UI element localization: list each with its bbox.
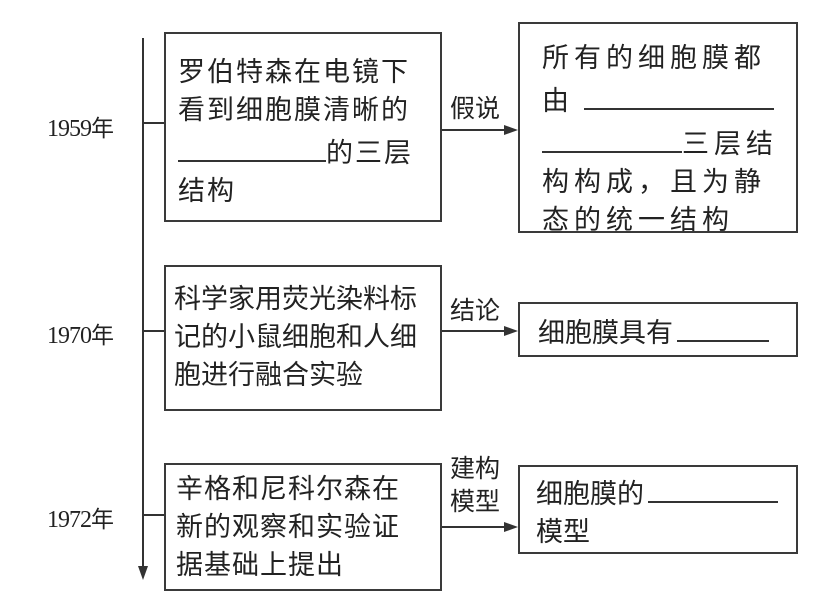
relation-line: 模型 bbox=[450, 487, 501, 516]
result-line: 由 bbox=[542, 86, 574, 117]
relation-arrow-1959 bbox=[442, 129, 506, 131]
result-line: 细胞膜具有 bbox=[538, 318, 673, 349]
fill-in-blank[interactable] bbox=[648, 471, 778, 503]
year-label-1972: 1972年 bbox=[47, 507, 114, 533]
result-line: 细胞膜的 bbox=[536, 479, 644, 510]
relation-label-conclusion: 结论 bbox=[450, 296, 501, 325]
year-tick-1970 bbox=[143, 330, 165, 332]
cause-line: 科学家用荧光染料标 bbox=[174, 284, 417, 315]
fill-in-blank[interactable] bbox=[584, 78, 774, 110]
cause-line: 结构 bbox=[178, 176, 236, 207]
cause-line: 看到细胞膜清晰的 bbox=[178, 95, 410, 126]
cause-line: 胞进行融合实验 bbox=[174, 360, 363, 391]
result-box-1970: 细胞膜具有 bbox=[518, 302, 798, 357]
timeline-arrow-icon bbox=[138, 566, 148, 580]
relation-arrow-1970 bbox=[442, 330, 506, 332]
relation-arrow-1972 bbox=[442, 526, 506, 528]
cause-line: 的三层 bbox=[326, 138, 413, 169]
relation-label-build-model: 建构 模型 bbox=[450, 452, 500, 518]
cause-line: 新的观察和实验证 bbox=[176, 512, 400, 543]
cause-box-1972: 辛格和尼科尔森在 新的观察和实验证 据基础上提出 bbox=[164, 463, 442, 591]
fill-in-blank[interactable] bbox=[677, 310, 769, 342]
fill-in-blank[interactable] bbox=[178, 130, 326, 162]
cause-box-1970: 科学家用荧光染料标 记的小鼠细胞和人细 胞进行融合实验 bbox=[164, 265, 442, 411]
year-label-1959: 1959年 bbox=[47, 116, 114, 142]
result-box-1959: 所有的细胞膜都 由 三层结 构构成，且为静 态的统一结构 bbox=[518, 22, 798, 236]
arrow-right-icon bbox=[504, 522, 518, 532]
year-label-1970: 1970年 bbox=[47, 323, 114, 349]
result-line: 构构成，且为静 bbox=[542, 167, 766, 198]
year-tick-1959 bbox=[143, 122, 165, 124]
cause-line: 记的小鼠细胞和人细 bbox=[174, 322, 417, 353]
cause-line: 辛格和尼科尔森在 bbox=[176, 474, 400, 505]
fill-in-blank[interactable] bbox=[542, 121, 682, 153]
arrow-right-icon bbox=[504, 125, 518, 135]
cause-box-1959: 罗伯特森在电镜下 看到细胞膜清晰的 的三层 结构 bbox=[164, 32, 442, 222]
timeline-axis bbox=[142, 38, 144, 568]
cause-line: 据基础上提出 bbox=[176, 550, 344, 581]
relation-label-hypothesis: 假说 bbox=[450, 94, 501, 123]
result-line: 所有的细胞膜都 bbox=[542, 43, 766, 74]
year-tick-1972 bbox=[143, 514, 165, 516]
arrow-right-icon bbox=[504, 326, 518, 336]
result-box-1972: 细胞膜的 模型 bbox=[518, 465, 798, 554]
relation-line: 建构 bbox=[450, 454, 501, 483]
result-line: 模型 bbox=[536, 517, 590, 548]
result-line: 三层结 bbox=[682, 129, 778, 160]
cause-line: 罗伯特森在电镜下 bbox=[178, 57, 410, 88]
result-line: 态的统一结构 bbox=[542, 205, 734, 236]
